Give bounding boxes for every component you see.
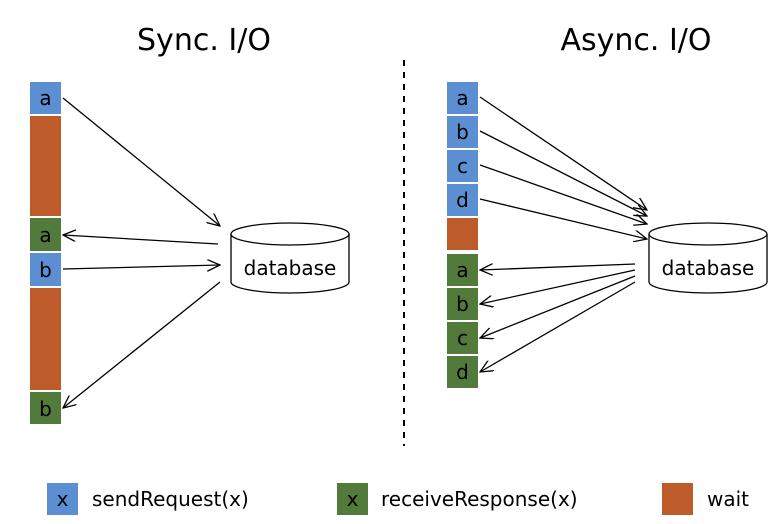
- async-database-label: database: [662, 256, 755, 280]
- async-block-send-a-label: a: [456, 86, 468, 110]
- async-arrow-send-a: [479, 96, 647, 210]
- sync-block-wait-2: [30, 288, 61, 390]
- async-timeline: a b c d a b c d: [447, 82, 478, 388]
- legend: x sendRequest(x) x receiveResponse(x) wa…: [47, 483, 749, 515]
- async-arrow-receive-c: [480, 275, 636, 338]
- sync-timeline: a a b b: [30, 82, 61, 424]
- async-block-receive-b-label: b: [456, 292, 469, 316]
- async-block-send-d: [447, 184, 478, 216]
- sync-arrow-send-b: [62, 265, 220, 269]
- async-block-receive-b: [447, 288, 478, 320]
- async-block-send-d-label: d: [456, 188, 469, 212]
- sync-block-send-b: [30, 253, 61, 286]
- async-database: database: [648, 222, 768, 294]
- sync-database: database: [230, 222, 350, 294]
- legend-swatch-receive: [337, 483, 368, 515]
- async-block-receive-d-label: d: [456, 360, 469, 384]
- sync-arrow-receive-b: [63, 281, 221, 408]
- legend-label-receive: receiveResponse(x): [381, 487, 578, 511]
- sync-block-receive-a: [30, 218, 61, 251]
- legend-swatch-wait: [662, 483, 693, 515]
- sync-block-wait-1: [30, 116, 61, 216]
- async-block-wait: [447, 218, 478, 250]
- async-block-send-c-label: c: [457, 154, 468, 178]
- sync-block-receive-b: [30, 392, 61, 424]
- sync-block-send-a-label: a: [39, 86, 51, 110]
- sync-arrows: [62, 97, 221, 408]
- legend-swatch-send: [47, 483, 78, 515]
- sync-block-receive-b-label: b: [39, 397, 52, 421]
- async-arrow-receive-b: [480, 269, 636, 304]
- sync-block-receive-a-label: a: [39, 223, 51, 247]
- async-arrow-send-c: [479, 164, 647, 224]
- legend-item-receive: x receiveResponse(x): [337, 483, 578, 515]
- legend-swatch-send-label: x: [57, 487, 69, 511]
- async-block-send-a: [447, 82, 478, 114]
- sync-arrow-receive-a: [63, 235, 219, 245]
- async-arrows: [479, 96, 647, 372]
- async-arrow-receive-d: [480, 281, 636, 372]
- async-title: Async. I/O: [560, 23, 711, 58]
- async-block-receive-c: [447, 322, 478, 354]
- async-block-send-b: [447, 116, 478, 148]
- async-block-receive-c-label: c: [457, 326, 468, 350]
- async-arrow-send-b: [479, 130, 647, 216]
- async-arrow-receive-a: [480, 263, 636, 270]
- legend-label-wait: wait: [707, 487, 749, 511]
- sync-arrow-send-a: [62, 97, 220, 226]
- async-block-send-b-label: b: [456, 120, 469, 144]
- async-block-send-c: [447, 150, 478, 182]
- legend-label-send: sendRequest(x): [92, 487, 249, 511]
- sync-title: Sync. I/O: [137, 23, 271, 58]
- sync-block-send-a: [30, 82, 61, 114]
- async-block-receive-d: [447, 356, 478, 388]
- sync-block-send-b-label: b: [39, 258, 52, 282]
- legend-swatch-receive-label: x: [347, 487, 359, 511]
- async-arrow-send-d: [479, 198, 647, 239]
- async-block-receive-a: [447, 254, 478, 286]
- legend-item-wait: wait: [662, 483, 749, 515]
- legend-item-send: x sendRequest(x): [47, 483, 249, 515]
- sync-database-label: database: [244, 256, 337, 280]
- async-block-receive-a-label: a: [456, 258, 468, 282]
